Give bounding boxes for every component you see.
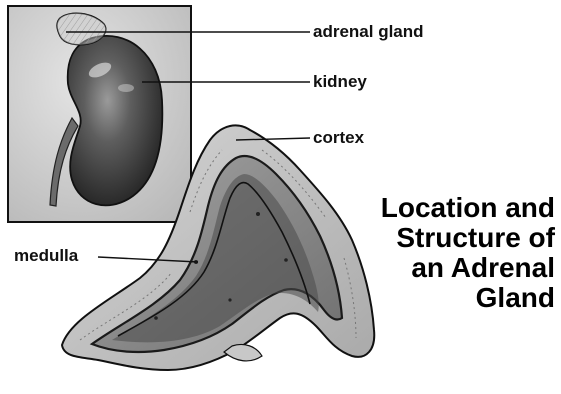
label-adrenal-gland: adrenal gland [313, 23, 424, 40]
title-line-4: Gland [345, 283, 555, 313]
kidney-shape [68, 36, 163, 205]
figure-title: Location and Structure of an Adrenal Gla… [345, 193, 555, 313]
label-kidney: kidney [313, 73, 367, 90]
title-line-1: Location and [345, 193, 555, 223]
title-line-2: Structure of [345, 223, 555, 253]
label-cortex: cortex [313, 129, 364, 146]
title-line-3: an Adrenal [345, 253, 555, 283]
kidney-inset [8, 6, 191, 222]
label-medulla: medulla [14, 247, 78, 264]
